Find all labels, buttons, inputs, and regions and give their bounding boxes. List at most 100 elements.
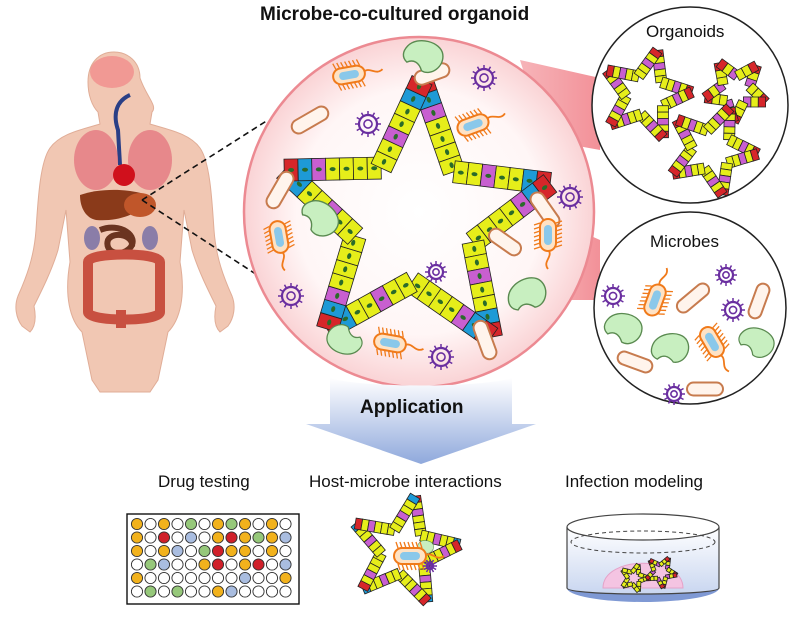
green-microbe [402,40,444,74]
main-microbes [263,40,583,370]
dish-organoids [620,555,679,594]
plate-well [252,585,265,598]
cocci [663,383,685,405]
organoid-cell [311,157,327,181]
plate-well [171,517,184,531]
plate-well [211,531,225,544]
heart [113,164,135,186]
plate-well [211,558,225,571]
plate-well [279,517,292,531]
plate-well [184,544,198,558]
plate-well [265,571,279,585]
inset-organoids [602,46,770,199]
plate-well [238,585,252,598]
connector-line-bottom [141,199,269,283]
plate-well [144,531,157,544]
connector-line-top [141,119,269,201]
plate-well [171,558,184,571]
organoid-cell [328,272,355,293]
plate-well [130,585,144,598]
organoid-cell [336,245,363,267]
plate-well [184,585,198,598]
organoid-cell [723,119,736,128]
organoid-cell [750,96,759,108]
plate-well [144,517,157,531]
flagellate-microbe [533,218,563,270]
cocci [425,261,447,283]
plate-well [157,571,171,585]
organoid-cell [656,105,669,113]
plate-well [279,544,292,558]
organoid-cell [656,118,669,126]
plate-well [198,531,211,544]
organoid-cell [648,46,663,60]
green-microbe [507,277,547,311]
plate-well [198,558,211,571]
cocci [428,344,454,370]
human-body [15,51,235,393]
organoid-cell [338,157,355,181]
plate-well [130,531,144,544]
plate-well [238,517,252,531]
plate-well [157,585,171,598]
inset-microbes [601,264,775,405]
bacillus [487,227,523,257]
lung-left [74,130,118,190]
cocci [423,559,437,573]
figure-title: Microbe-co-cultured organoid [260,4,530,25]
bridge-top [520,60,600,150]
plate-well [279,531,292,544]
host-microbe-organoid [350,492,463,607]
infection-dish [566,513,720,602]
bacillus [616,350,654,374]
bacillus [472,319,498,361]
cocci [721,298,745,322]
organoid-cell [325,157,341,181]
plate-well [252,517,265,531]
organoid-cell [469,280,495,300]
plate-well [225,544,238,558]
plate-well [265,558,279,571]
plate-well [252,531,265,544]
cocci [278,283,304,309]
plate-well [238,558,252,571]
plate-well [265,531,279,544]
plate-well [211,571,225,585]
plate-well [252,558,265,571]
bacillus [265,170,295,210]
organoid-cell [636,580,642,587]
plate-well [225,585,238,598]
plate-well [198,517,211,531]
organoid-cell [467,266,493,286]
plate-well [157,544,171,558]
plate-well [171,544,184,558]
plate-well [144,585,157,598]
plate-well [225,571,238,585]
organoid-cell [297,158,313,182]
cocci [557,184,583,210]
plate-well [198,544,211,558]
plate-well [171,571,184,585]
plate-well [171,585,184,598]
esophagus [113,93,131,166]
bacillus [675,282,711,314]
plate-well [279,571,292,585]
green-microbe [738,327,775,359]
drug-testing-label: Drug testing [158,472,250,491]
plate-well [144,558,157,571]
bacillus [290,105,330,135]
plate-well [252,571,265,585]
organoid-cell [663,555,671,563]
host-microbe-interactions-label: Host-microbe interactions [309,472,502,491]
plate-well [238,571,252,585]
plate-well [130,571,144,585]
plate-well [184,531,198,544]
plate-well [130,558,144,571]
kidney-left [84,226,100,250]
rectum [116,310,126,328]
organoid-cell [720,103,735,117]
organoid-cell [352,156,368,181]
plate-well [211,585,225,598]
plate-well [238,544,252,558]
